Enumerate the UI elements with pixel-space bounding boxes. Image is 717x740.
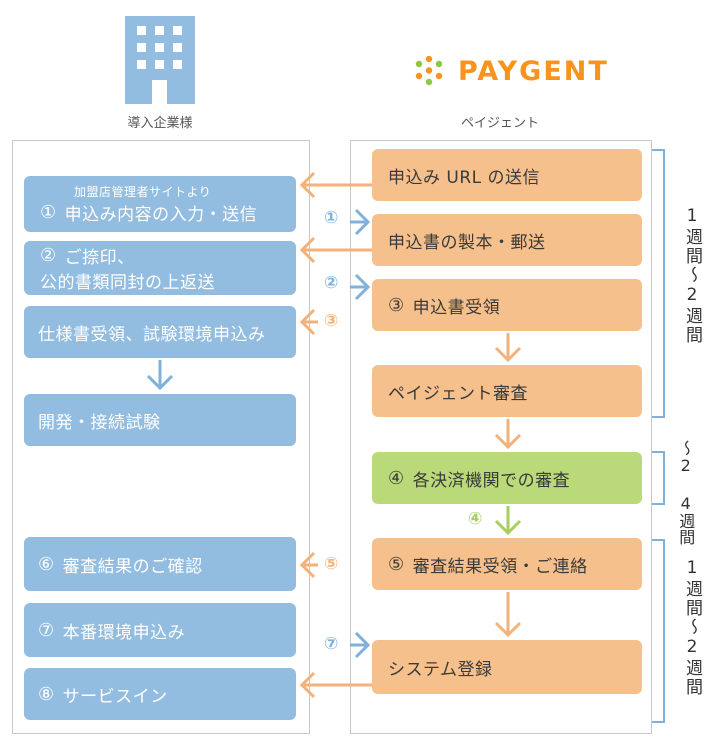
paygent-step-bind-label: 申込書の製本・郵送: [388, 232, 546, 253]
step-8-label: サービスイン: [62, 686, 168, 707]
arrow-result-to-register: [494, 592, 522, 638]
step-6-box: ⑥ 審査結果のご確認: [24, 537, 296, 591]
paygent-step-url-label: 申込み URL の送信: [388, 167, 541, 188]
paygent-step-institution-box: ④ 各決済機関での審査: [372, 452, 642, 504]
bracket-bottom: [652, 539, 665, 723]
bracket-top: [652, 149, 665, 418]
arrow-bind-to-step2: [299, 236, 372, 264]
duration-bottom: 1週間〜2週間: [682, 558, 702, 697]
step-8-num: ⑧: [38, 683, 55, 705]
paygent-step-result-box: ⑤ 審査結果受領・ご連絡: [372, 538, 642, 590]
duration-top: 1週間〜2週間: [682, 206, 702, 345]
brand-logo-text: PAYGENT: [458, 56, 609, 87]
step-4-label: 開発・接続試験: [38, 412, 161, 433]
arrow-step1-to-bind: [350, 208, 371, 236]
building-icon: [125, 16, 195, 104]
arrow-receive-to-step3: [299, 308, 318, 336]
step-2-num: ②: [40, 245, 57, 266]
arrow-result-to-step6: [299, 551, 318, 579]
arrow-register-to-step8: [299, 671, 372, 699]
arrow-url-to-step1: [299, 171, 372, 199]
arrow-review-to-institution: [494, 419, 522, 450]
paygent-step-bind-box: 申込書の製本・郵送: [372, 214, 642, 266]
step-1-num: ①: [40, 202, 57, 223]
step-1-box: 加盟店管理者サイトより ① 申込み内容の入力・送信: [24, 176, 296, 232]
paygent-step-receive-box: ③ 申込書受領: [372, 279, 642, 331]
paygent-step-register-box: システム登録: [372, 640, 642, 694]
step-2-line2: 公的書類同封の上返送: [40, 273, 215, 293]
paygent-step-result-label: 審査結果受領・ご連絡: [412, 556, 588, 577]
arrow-institution-to-result: [494, 506, 522, 536]
step-2-box: ② ご捺印、 公的書類同封の上返送: [24, 241, 296, 295]
paygent-step-institution-num: ④: [388, 467, 405, 489]
step-6-label: 審査結果のご確認: [62, 556, 203, 577]
paygent-step-url-box: 申込み URL の送信: [372, 149, 642, 201]
arrow-step3-to-step4: [146, 360, 174, 391]
step-3-label: 仕様書受領、試験環境申込み: [38, 324, 266, 345]
paygent-step-receive-label: 申込書受領: [412, 297, 501, 318]
badge-5: ⑤: [324, 554, 339, 574]
step-7-box: ⑦ 本番環境申込み: [24, 603, 296, 657]
paygent-step-receive-num: ③: [388, 294, 405, 316]
badge-7: ⑦: [324, 634, 339, 654]
badge-4: ④: [468, 509, 483, 529]
paygent-step-review-box: ペイジェント審査: [372, 365, 642, 417]
step-7-num: ⑦: [38, 619, 55, 641]
step-3-box: 仕様書受領、試験環境申込み: [24, 306, 296, 358]
arrow-step2-to-receive: [350, 273, 371, 301]
step-1-label: 申込み内容の入力・送信: [64, 205, 258, 225]
badge-2: ②: [324, 273, 339, 293]
paygent-step-result-num: ⑤: [388, 553, 405, 575]
badge-1: ①: [324, 208, 339, 228]
badge-3: ③: [324, 311, 339, 331]
step-7-label: 本番環境申込み: [62, 622, 186, 643]
duration-middle: 〜2 4週間: [676, 440, 696, 545]
step-8-box: ⑧ サービスイン: [24, 668, 296, 720]
step-1-small: 加盟店管理者サイトより: [74, 185, 212, 199]
step-6-num: ⑥: [38, 553, 55, 575]
paygent-step-institution-label: 各決済機関での審査: [412, 470, 571, 491]
bracket-middle: [652, 451, 665, 505]
paygent-step-review-label: ペイジェント審査: [388, 383, 528, 404]
right-header: ペイジェント: [460, 116, 539, 131]
step-4-box: 開発・接続試験: [24, 394, 296, 446]
paygent-step-register-label: システム登録: [388, 659, 493, 680]
step-2-line1: ご捺印、: [64, 248, 135, 268]
arrow-receive-to-review: [494, 333, 522, 363]
paygent-dots-logo: [415, 56, 443, 86]
arrow-step7-to-register: [350, 631, 371, 659]
left-header: 導入企業様: [127, 116, 193, 131]
